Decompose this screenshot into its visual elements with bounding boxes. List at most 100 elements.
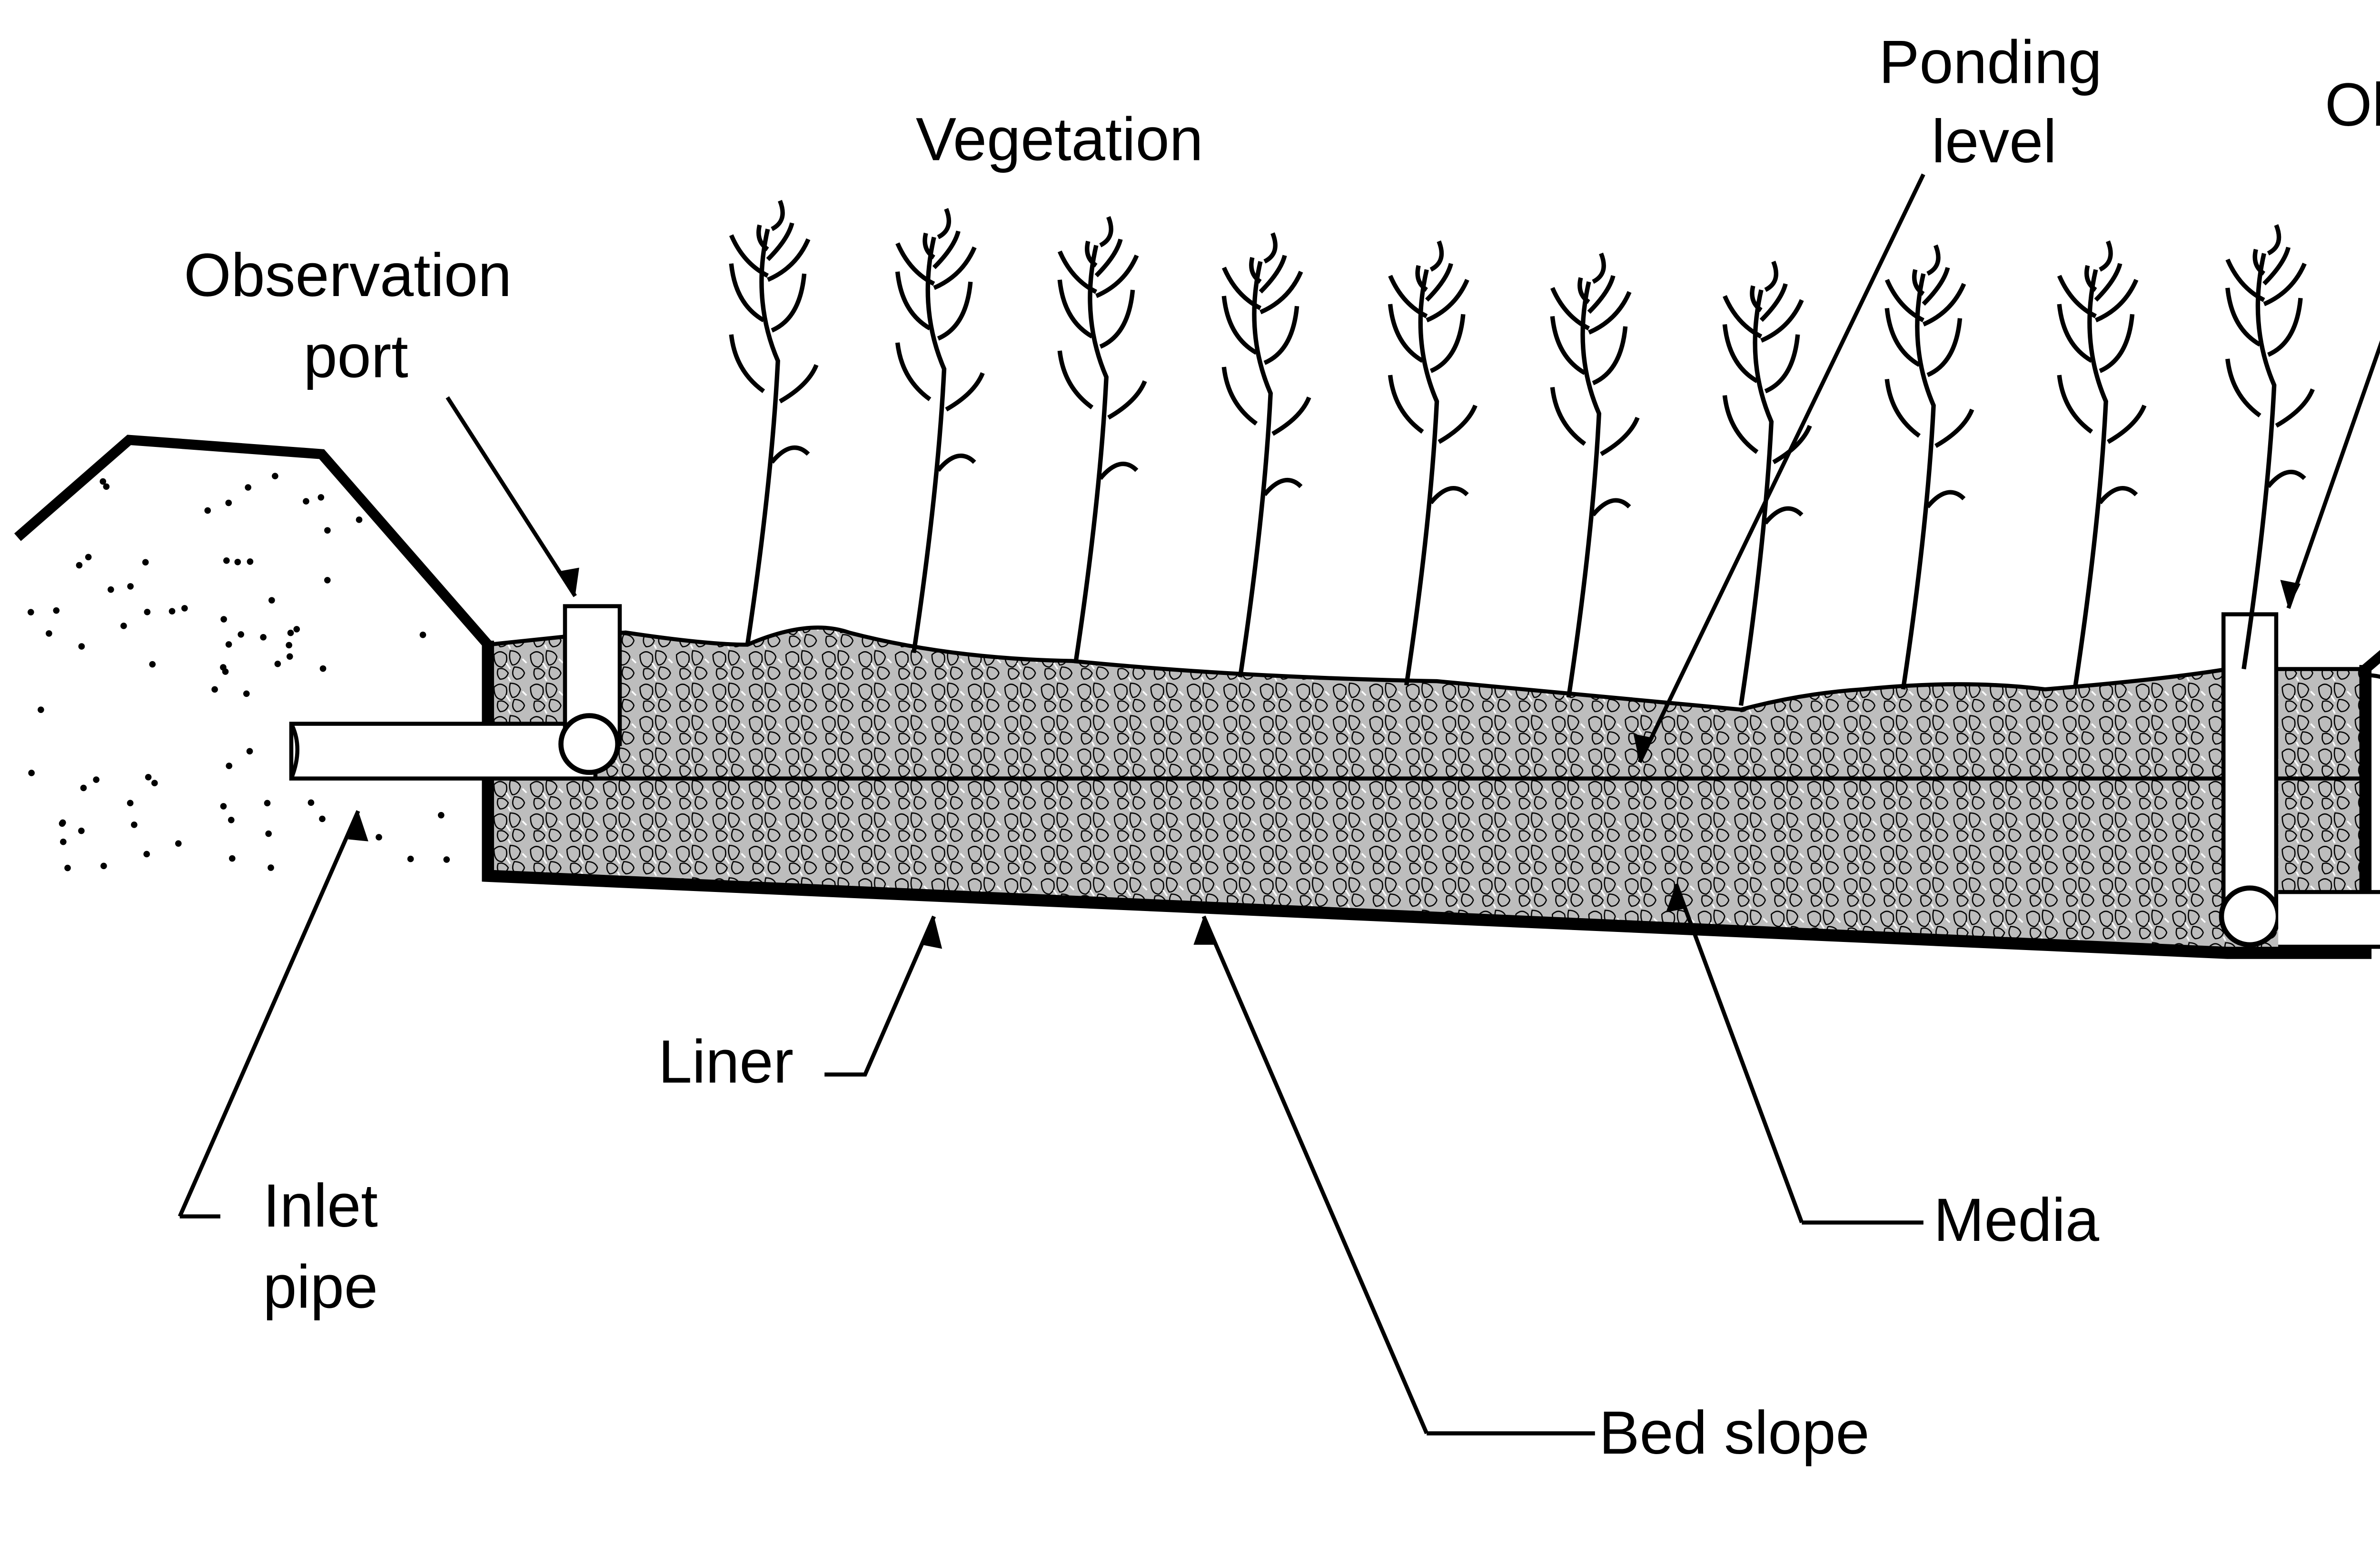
soil-dot [419, 631, 426, 638]
label-bed-slope: Bed slope [1599, 1399, 1869, 1467]
soil-dot [100, 862, 107, 870]
soil-dot [76, 562, 83, 569]
soil-dot [234, 558, 241, 565]
label-inlet-2: pipe [263, 1253, 378, 1321]
soil-dot [46, 630, 52, 637]
plant [1550, 252, 1640, 698]
inlet-pipe [289, 722, 598, 781]
soil-dot [274, 660, 281, 667]
soil-dot [228, 816, 235, 823]
label-liner: Liner [658, 1028, 793, 1096]
plant [2225, 224, 2315, 670]
plant [1057, 216, 1147, 662]
left-berm [14, 435, 492, 872]
soil-dot [238, 631, 244, 638]
soil-dot [226, 763, 233, 769]
soil-dot [317, 494, 325, 501]
label-observation-port-right-1: Observation [2325, 71, 2380, 139]
label-vegetation: Vegetation [916, 105, 1203, 173]
soil-dot [319, 665, 327, 672]
soil-dot [108, 586, 114, 593]
soil-dot [27, 609, 34, 615]
soil-dot [78, 643, 85, 650]
soil-dot [264, 800, 271, 807]
leader-lines [178, 173, 2380, 1436]
soil-dot [268, 597, 275, 604]
soil-dot [59, 820, 66, 827]
label-media: Media [1934, 1186, 2100, 1254]
soil-dot [287, 629, 294, 636]
soil-dot [120, 623, 127, 629]
plant [1388, 240, 1478, 686]
soil-dot [307, 799, 315, 806]
plant [895, 208, 985, 654]
label-observation-port-left-2: port [304, 322, 408, 390]
soil-dot [175, 840, 182, 847]
soil-dot [223, 557, 230, 564]
vegetation-group [729, 199, 2315, 706]
soil-dot [99, 478, 107, 485]
label-inlet-1: Inlet [263, 1172, 378, 1240]
liner [482, 640, 2372, 959]
soil-dot [53, 607, 60, 614]
soil-dot [243, 690, 250, 697]
plant [1221, 232, 1311, 678]
soil-dot [142, 559, 149, 566]
soil-dot [131, 822, 138, 828]
soil-dot [181, 605, 188, 612]
soil-dot [293, 626, 300, 633]
soil-dot [286, 642, 292, 649]
soil-dot [28, 770, 35, 776]
soil-dot [127, 800, 134, 807]
soil-dot [376, 834, 382, 841]
soil-dot [93, 776, 99, 783]
soil-dot [260, 634, 267, 641]
soil-dots-left [27, 473, 450, 872]
plant [1722, 260, 1812, 706]
soil-dot [268, 864, 274, 871]
soil-dot [38, 706, 44, 713]
soil-dot [127, 583, 134, 590]
soil-dot [220, 803, 227, 810]
soil-dot [245, 484, 251, 491]
soil-dot [286, 653, 293, 660]
soil-dot [265, 830, 272, 837]
soil-dot [144, 609, 151, 615]
label-observation-port-left-1: Observation [184, 241, 512, 309]
soil-dot [64, 864, 71, 872]
soil-dot [151, 780, 158, 787]
soil-dot [443, 856, 450, 863]
observation-port-right [2219, 612, 2380, 949]
soil-dot [85, 554, 92, 561]
plant [2057, 240, 2147, 686]
soil-dot [220, 616, 227, 623]
soil-dot [149, 661, 156, 668]
soil-dot [319, 815, 326, 822]
arrowheads [348, 567, 2301, 949]
soil-dot [143, 851, 150, 858]
soil-dot [324, 527, 331, 534]
soil-dot [211, 686, 218, 693]
soil-dot [225, 641, 232, 648]
soil-dot [145, 773, 152, 781]
soil-dot [103, 483, 110, 490]
soil-dot [228, 855, 236, 862]
label-ponding-1: Ponding [1879, 29, 2102, 97]
soil-dot [225, 499, 232, 506]
plant [1884, 244, 1974, 690]
soil-dot [246, 748, 253, 755]
soil-dot [169, 608, 176, 615]
soil-dot [272, 473, 278, 480]
soil-dot [407, 855, 414, 862]
soil-dot [303, 498, 309, 505]
soil-dot [356, 516, 363, 523]
soil-dot [324, 577, 331, 584]
observation-port-left [558, 604, 622, 775]
soil-dot [220, 664, 227, 671]
soil-dot [204, 507, 211, 514]
soil-dot [78, 827, 85, 834]
media-bed [486, 625, 2368, 955]
label-ponding-2: level [1932, 108, 2057, 176]
